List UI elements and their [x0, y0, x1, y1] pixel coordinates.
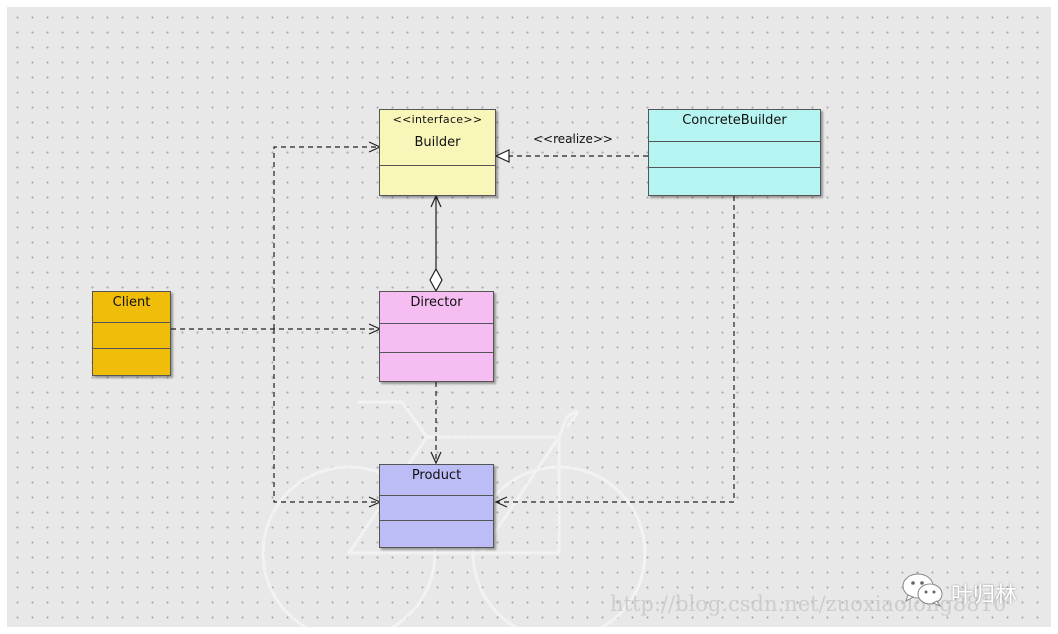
- concrete-builder-operations: [649, 168, 820, 195]
- client-to-builder-dependency: [273, 141, 382, 329]
- client-name-section: Client: [93, 292, 170, 323]
- concrete-builder-to-product-dependency: [494, 196, 735, 508]
- watermark-author: 叶归林: [951, 583, 1018, 608]
- realize-label: <<realize>>: [533, 132, 613, 146]
- builder-name: Builder: [414, 135, 461, 150]
- client-class[interactable]: Client: [92, 291, 171, 376]
- director-name-section: Director: [380, 292, 493, 324]
- concrete-builder-name-section: ConcreteBuilder: [649, 110, 820, 142]
- builder-stereotype: <<interface>>: [392, 113, 483, 126]
- concrete-builder-name: ConcreteBuilder: [682, 113, 787, 128]
- product-name: Product: [411, 468, 462, 483]
- builder-class[interactable]: <<interface>> Builder: [379, 109, 496, 196]
- wechat-icon: [902, 573, 943, 608]
- director-name: Director: [410, 295, 463, 310]
- watermark-url: http://blog.csdn.net/zuoxiaolong8810: [610, 592, 1007, 616]
- product-name-section: Product: [380, 465, 493, 496]
- product-class[interactable]: Product: [379, 464, 494, 548]
- director-attributes: [380, 324, 493, 353]
- diagram-canvas: <<realize>> <<interface>> Builder Concre…: [7, 7, 1051, 627]
- client-operations: [93, 349, 170, 375]
- concrete-builder-attributes: [649, 142, 820, 168]
- product-attributes: [380, 496, 493, 521]
- client-name: Client: [112, 295, 151, 310]
- director-operations: [380, 353, 493, 381]
- client-attributes: [93, 323, 170, 349]
- product-operations: [380, 521, 493, 547]
- builder-attributes: [380, 166, 495, 196]
- builder-name-section: <<interface>> Builder: [380, 110, 495, 166]
- director-class[interactable]: Director: [379, 291, 494, 382]
- concrete-builder-class[interactable]: ConcreteBuilder: [648, 109, 821, 196]
- client-to-product-dependency: [273, 329, 382, 508]
